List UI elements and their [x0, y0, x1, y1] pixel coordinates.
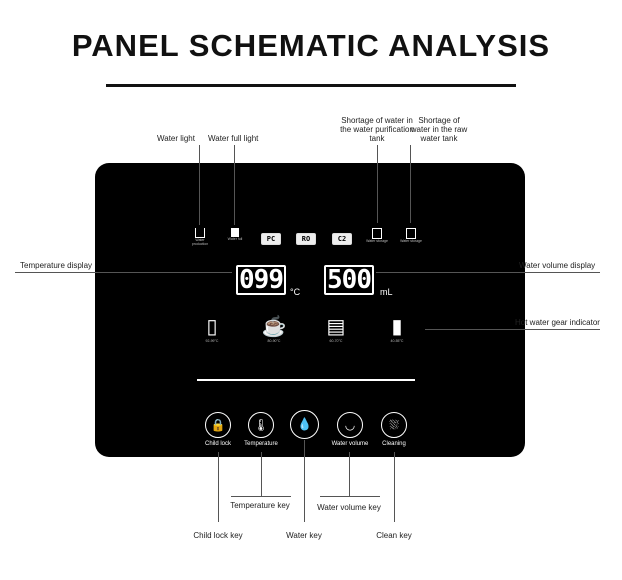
leader-line — [261, 452, 262, 496]
food-jar-icon: ▤ — [326, 316, 346, 338]
ro-badge: RO — [296, 233, 316, 245]
callout-clean-key: Clean key — [376, 531, 412, 540]
baby-bottle-icon: ▮ — [391, 316, 403, 338]
gear-label: 60-70°C — [329, 339, 343, 343]
control-panel — [95, 163, 525, 457]
leader-line — [234, 145, 235, 225]
callout-water-volume-display: Water volume display — [519, 261, 596, 270]
callout-temperature-display: Temperature display — [20, 261, 93, 270]
temperature-display: 099 — [236, 265, 286, 295]
temperature-unit: °C — [290, 287, 301, 297]
callout-shortage-purification: Shortage of water in the water purificat… — [340, 116, 414, 143]
button-label: Cleaning — [382, 441, 406, 447]
cup-icon — [195, 228, 205, 238]
leader-line — [231, 496, 291, 497]
leader-line — [199, 145, 200, 225]
callout-water-full-light: Water full light — [208, 134, 259, 143]
button-label: Child lock — [204, 441, 231, 447]
indicator-raw-shortage: Water storage — [397, 228, 425, 243]
indicator-water-production: Water production — [190, 228, 210, 246]
water-button[interactable]: 💧 — [290, 410, 319, 439]
leader-line — [394, 452, 395, 522]
indicator-label: Water storage — [366, 239, 388, 243]
indicator-label: Water production — [191, 238, 209, 246]
tank-icon — [372, 228, 382, 239]
callout-water-volume-key: Water volume key — [317, 503, 381, 512]
temperature-button[interactable]: 🌡 — [248, 412, 274, 438]
leader-line — [304, 440, 305, 522]
pc-badge: PC — [261, 233, 281, 245]
callout-temperature-key: Temperature key — [230, 501, 290, 510]
gear-92-99: ▯ 92-99°C — [197, 314, 227, 343]
light-bar — [197, 379, 415, 381]
leader-line — [15, 272, 232, 273]
leader-line — [349, 452, 350, 496]
indicator-label: Water storage — [400, 239, 422, 243]
leader-line — [425, 329, 600, 330]
gear-label: 80-90°C — [267, 339, 281, 343]
gear-80-90: ☕ 80-90°C — [259, 314, 289, 343]
child-lock-button[interactable]: 🔒 — [205, 412, 231, 438]
indicator-label: Water full — [227, 237, 243, 241]
callout-water-light: Water light — [157, 134, 195, 143]
gear-40-55: ▮ 40-55°C — [382, 314, 412, 343]
button-label: Water volume — [331, 441, 369, 447]
indicator-water-full: Water full — [225, 228, 245, 241]
page-title: PANEL SCHEMATIC ANALYSIS — [71, 28, 551, 63]
full-cup-icon — [231, 228, 239, 237]
mug-icon: ☕ — [261, 316, 287, 338]
volume-display: 500 — [324, 265, 374, 295]
leader-line — [377, 145, 378, 223]
leader-line — [218, 452, 219, 522]
gear-label: 40-55°C — [390, 339, 404, 343]
hot-cup-icon: ▯ — [206, 316, 218, 338]
tank-icon — [406, 228, 416, 239]
leader-line — [376, 272, 600, 273]
callout-water-key: Water key — [286, 531, 322, 540]
indicator-purification-shortage: Water storage — [363, 228, 391, 243]
button-label: Temperature — [244, 441, 278, 447]
gear-60-70: ▤ 60-70°C — [321, 314, 351, 343]
volume-unit: mL — [380, 287, 393, 297]
water-volume-button[interactable]: ◡ — [337, 412, 363, 438]
c2-badge: C2 — [332, 233, 352, 245]
leader-line — [320, 496, 380, 497]
callout-shortage-raw: Shortage of water in the raw water tank — [410, 116, 468, 143]
callout-hot-water-gear: Hot water gear indicator — [515, 318, 600, 327]
title-underline — [106, 84, 516, 87]
leader-line — [410, 145, 411, 223]
callout-child-lock-key: Child lock key — [193, 531, 243, 540]
cleaning-button[interactable]: ⛆ — [381, 412, 407, 438]
gear-label: 92-99°C — [205, 339, 219, 343]
